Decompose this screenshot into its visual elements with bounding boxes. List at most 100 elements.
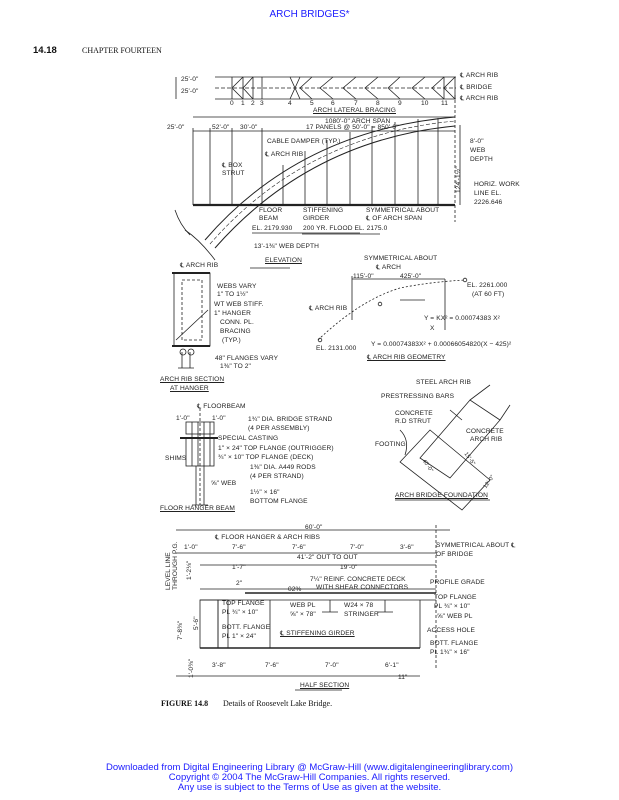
label: ℄ ARCH RIB [460, 72, 499, 79]
label: LEVEL LINE THROUGH P.G. [165, 541, 179, 590]
label: CONN. PL. [220, 319, 254, 326]
label: WT WEB STIFF. [214, 301, 264, 308]
label: 1" HANGER [214, 310, 251, 317]
dim-label: 6'-1" [385, 662, 399, 669]
dim-label: 1'-0⅜" [188, 658, 195, 678]
label: 8'-0" [470, 138, 484, 145]
label: WEBS VARY [217, 283, 257, 290]
dim-label: 17 PANELS @ 50'-0" = 850'-0" [306, 124, 399, 131]
label: BOTT. FLANGE [222, 624, 271, 631]
dim-label: 7'-6" [265, 662, 279, 669]
rib-geometry-drawing [317, 276, 468, 343]
label: WEB [470, 147, 486, 154]
half-section-drawing [176, 525, 450, 691]
label: CONCRETE [395, 410, 433, 417]
label: 1⅜" TO 2" [220, 363, 251, 370]
dim-label: 3'-8" [212, 662, 226, 669]
dim-label: 52'-0" [212, 124, 230, 131]
panel-number: 2 [251, 100, 255, 107]
label: 1" × 24" TOP FLANGE (OUTRIGGER) [218, 445, 334, 452]
label: SHIMS [165, 455, 187, 462]
view-title: ARCH BRIDGE FOUNDATION [395, 492, 488, 499]
label: EL. 2131.000 [316, 345, 357, 352]
dim-label: 2" [236, 580, 243, 587]
foundation-drawing [395, 384, 511, 511]
elevation-drawing [174, 95, 461, 269]
panel-number: 0 [230, 100, 234, 107]
page-number: 14.18 [33, 45, 57, 56]
panel-number: 10 [421, 100, 429, 107]
label: ℄ BRIDGE [460, 84, 493, 91]
chapter-title: CHAPTER FOURTEEN [82, 46, 162, 55]
panel-number: 8 [376, 100, 380, 107]
label: PRESTRESSING BARS [381, 393, 455, 400]
dim-label: 60'-0" [305, 524, 323, 531]
label: 1" TO 1½" [217, 291, 248, 298]
label: ℄ ARCH RIB [309, 305, 348, 312]
view-title: AT HANGER [170, 385, 209, 392]
label: CONCRETE [466, 428, 504, 435]
label: EL. 2261.000 [467, 282, 508, 289]
label: STIFFENING [303, 207, 344, 214]
label: 48" FLANGES VARY [215, 355, 279, 362]
label: FOOTING [375, 441, 406, 448]
label: X [430, 325, 435, 332]
dim-label: 7'-6" [232, 544, 246, 551]
label: (4 PER STRAND) [250, 473, 304, 480]
dim-label: 1'-0" [176, 415, 190, 422]
panel-number: 5 [310, 100, 314, 107]
label: 1⅜" DIA. A449 RODS [250, 464, 316, 471]
dim-label: 11" [398, 674, 408, 681]
dim-label: 19'-0" [340, 564, 358, 571]
dim-label: 30'-0" [240, 124, 258, 131]
dim-label: 1080'-0" ARCH SPAN [325, 118, 391, 125]
dim-label: 124'-1½" [455, 166, 462, 193]
label: STRINGER [344, 611, 379, 618]
label: (AT 60 FT) [472, 291, 505, 298]
label: PROFILE GRADE [430, 579, 485, 586]
dim-label: 115'-0" [353, 273, 374, 280]
label: CABLE DAMPER (TYP.) [267, 138, 341, 145]
label: 2226.646 [474, 199, 503, 206]
label: STEEL ARCH RIB [416, 379, 472, 386]
label: ⅝" WEB PL [437, 613, 473, 620]
label: STRUT [222, 170, 245, 177]
label: 1¾" DIA. BRIDGE STRAND [248, 416, 333, 423]
label: TOP FLANGE [434, 594, 477, 601]
dim-label: 1'-2⅛" [186, 560, 193, 580]
label: PL ¾" × 10" [434, 603, 470, 610]
label: 1½" × 16" [250, 489, 280, 496]
footer-download-link[interactable]: Downloaded from Digital Engineering Libr… [105, 762, 514, 773]
footer-terms[interactable]: Any use is subject to the Terms of Use a… [177, 782, 442, 793]
panel-number: 4 [288, 100, 292, 107]
label: ℄ ARCH [376, 264, 401, 271]
dim-label: 1'-7" [232, 564, 246, 571]
label: WITH SHEAR CONNECTORS [316, 584, 409, 591]
dim-label: 7'-6" [292, 544, 306, 551]
equation: Y = 0.00074383X² + 0.00066054820(X − 425… [371, 341, 512, 348]
label: OF BRIDGE [436, 551, 474, 558]
label: PL 1¾" × 16" [430, 649, 470, 656]
panel-number: 11 [441, 100, 449, 107]
dim-label: 25'-0" [181, 88, 199, 95]
label: GIRDER [303, 215, 330, 222]
label: LINE EL. [474, 190, 502, 197]
label: ℄ ARCH RIB [265, 151, 304, 158]
running-header-title: ARCH BRIDGES* [269, 9, 350, 20]
label: SYMMETRICAL ABOUT [364, 255, 438, 262]
label: 13'-1⅜" WEB DEPTH [254, 243, 320, 250]
label: WEB PL [290, 602, 316, 609]
panel-number: 7 [354, 100, 358, 107]
lateral-bracing-plan [175, 76, 456, 100]
label: ARCH RIB [470, 436, 503, 443]
label: SPECIAL CASTING [218, 435, 279, 442]
dim-label: 1'-0" [212, 415, 226, 422]
label: (TYP.) [222, 337, 241, 344]
dim-label: 1'-0" [184, 544, 198, 551]
label: BRACING [220, 328, 251, 335]
dim-label: 425'-0" [400, 273, 422, 280]
label: ARCH LATERAL BRACING [313, 107, 396, 114]
label: EL. 2179.930 [252, 225, 293, 232]
dim-label: 41'-2" OUT TO OUT [297, 554, 358, 561]
